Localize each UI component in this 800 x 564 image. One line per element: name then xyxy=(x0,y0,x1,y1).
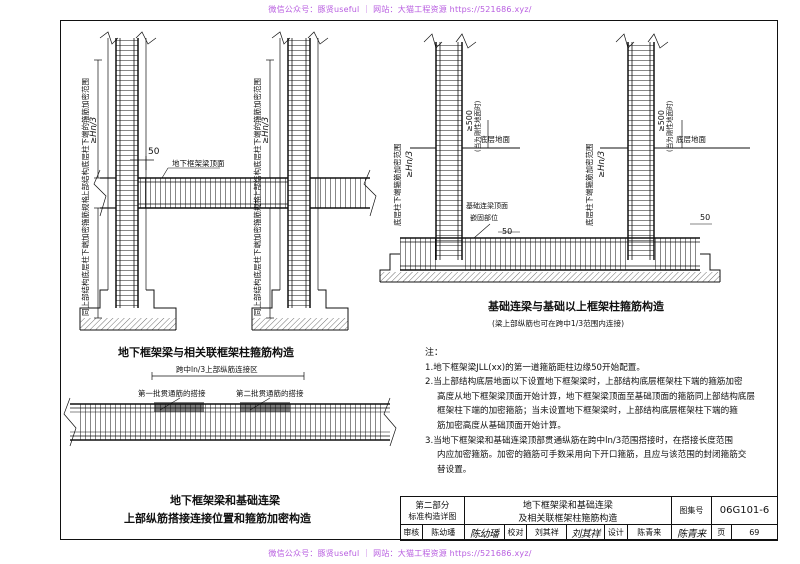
tb-reviewer: 陈幼璠 xyxy=(421,524,465,541)
title-block: 第二部分 标准构造详图 地下框架梁和基础连梁 及相关联框架柱箍筋构造 图集号 0… xyxy=(400,496,779,541)
dim500-left: ≥500 xyxy=(465,110,474,132)
tb-designer-sign: 陈青来 xyxy=(670,524,713,541)
ground-lines xyxy=(410,120,750,149)
notes-heading: 注： xyxy=(425,348,444,358)
note-line: 1.地下框架梁JLL(xx)的第一道箍筋距柱边缘50开始配置。 xyxy=(425,362,645,373)
tb-check-label: 校对 xyxy=(503,524,528,541)
tb-checker-sign: 刘其祥 xyxy=(566,524,605,541)
splice-beam xyxy=(63,397,397,447)
figure-tie-beam-columns: 底层地面 底层地面 ≥500 (当为刚性地面时) ≥500 (当为刚性地面时) … xyxy=(379,33,750,283)
tb-part: 第二部分 xyxy=(415,501,450,511)
figure-beam-splice: 跨中ln/3上部纵筋连接区 第一批贯通筋的搭接 第二批贯通筋的搭接 xyxy=(63,364,397,447)
tie-beam-top-label: 基础连梁顶面 xyxy=(466,201,508,210)
note-line: 框架柱下端的加密箍筋；当未设置地下框架梁时，上部结构底层框架柱下端的箍 xyxy=(437,406,738,417)
fig3-caption: 基础连梁与基础以上框架柱箍筋构造 xyxy=(488,300,664,313)
right-lower-text: 同上部结构底层柱下端加密箍筋规格 xyxy=(252,196,262,316)
note-line: 替设置。 xyxy=(437,464,472,475)
ground-label-right: 底层地面 xyxy=(676,134,706,144)
watermark-bottom: 微信公众号：豚贤useful ｜ 网站：大猫工程资源 https://52168… xyxy=(268,549,532,558)
left-upper-text: 上部结构底层柱下端的箍筋加密范围 xyxy=(80,78,90,198)
splice1-label: 第一批贯通筋的搭接 xyxy=(138,388,206,398)
tb-title-line2: 及相关联框架柱箍筋构造 xyxy=(518,513,618,524)
tie-beam xyxy=(379,237,721,283)
dim500-note-left: (当为刚性地面时) xyxy=(473,101,482,152)
fig2-caption-line1: 地下框架梁和基础连梁 xyxy=(170,494,280,507)
tb-part-sub: 标准构造详图 xyxy=(408,512,457,521)
fig3-dim50-right: 50 xyxy=(700,213,710,222)
left-upper-formula: ≥Hn/3 xyxy=(89,117,99,144)
right-foundation xyxy=(251,289,349,331)
underground-beam xyxy=(93,169,377,217)
note-line: 筋加密高度从基础顶面开始计算。 xyxy=(437,420,566,431)
note-line: 高度从地下框架梁顶面开始计算，地下框架梁顶面至基础顶面的箍筋同上部结构底层 xyxy=(437,391,755,402)
left-column xyxy=(99,31,157,308)
beam-top-label: 地下框架梁顶面 xyxy=(172,158,225,168)
embed-label: 嵌固部位 xyxy=(470,213,498,222)
fig2-caption-line2: 上部纵筋搭接连接位置和箍筋加密构造 xyxy=(124,512,311,525)
fig3-right-column xyxy=(615,33,669,260)
notes: 注： 1.地下框架梁JLL(xx)的第一道箍筋距柱边缘50开始配置。 2.当上部… xyxy=(425,346,773,477)
tb-page-no: 69 xyxy=(730,524,779,541)
fig3-dim50-left: 50 xyxy=(502,227,512,236)
left-lower-text: 同上部结构底层柱下端加密箍筋规格 xyxy=(80,196,90,316)
note-line: 2.当上部结构底层地面以下设置地下框架梁时，上部结构底层框架柱下端的箍筋加密 xyxy=(425,377,743,388)
column-formula-left: ≥Hn/3 xyxy=(405,151,415,178)
fig3-subcaption: (梁上部纵筋也可在跨中1/3范围内连接) xyxy=(492,319,625,328)
ground-label-left: 底层地面 xyxy=(480,134,510,144)
splice2-label: 第二批贯通筋的搭接 xyxy=(236,388,304,398)
right-upper-text: 上部结构底层柱下端的箍筋加密范围 xyxy=(252,78,262,198)
tb-review-label: 审核 xyxy=(400,524,423,541)
watermark-top: 微信公众号：豚贤useful ｜ 网站：大猫工程资源 https://52168… xyxy=(268,5,532,14)
dimension-50: 50 xyxy=(130,147,160,170)
tb-reviewer-sign: 陈幼璠 xyxy=(463,524,505,541)
right-dim xyxy=(266,59,274,319)
fig3-left-column xyxy=(423,33,477,260)
note-line: 3.当地下框架梁和基础连梁顶部贯通纵筋在跨中ln/3范围搭接时，在搭接长度范围 xyxy=(425,435,733,446)
figure-underground-beam-columns: 50 地下框架梁顶面 上部结构底层柱下端的箍筋加密范围 ≥Hn/3 同上部结构底… xyxy=(79,31,377,331)
left-foundation xyxy=(79,289,177,331)
column-text-left: 底层柱下端箍筋加密范围 xyxy=(392,144,402,227)
left-dim xyxy=(94,59,102,319)
column-text-right: 底层柱下端箍筋加密范围 xyxy=(584,144,594,227)
right-column xyxy=(271,31,329,308)
tb-designer: 陈青来 xyxy=(626,524,672,541)
tb-checker: 刘其祥 xyxy=(526,524,568,541)
span-label: 跨中ln/3上部纵筋连接区 xyxy=(176,364,258,374)
tb-title-line1: 地下框架梁和基础连梁 xyxy=(522,500,613,511)
dim500-note-right: (当为刚性地面时) xyxy=(665,101,674,152)
tb-atlas-no: 06G101-6 xyxy=(711,496,778,525)
dim-50-label: 50 xyxy=(148,147,160,157)
tb-page-label: 页 xyxy=(711,524,732,541)
right-upper-formula: ≥Hn/3 xyxy=(261,117,271,144)
fig1-caption: 地下框架梁与相关联框架柱箍筋构造 xyxy=(118,346,294,359)
dim500-right: ≥500 xyxy=(657,110,666,132)
tb-atlas-label: 图集号 xyxy=(670,496,713,525)
note-line: 内应加密箍筋。加密的箍筋可手数采用向下开口箍筋，且应与该范围的封闭箍筋交 xyxy=(437,450,747,461)
column-formula-right: ≥Hn/3 xyxy=(597,151,607,178)
tb-design-label: 设计 xyxy=(604,524,628,541)
